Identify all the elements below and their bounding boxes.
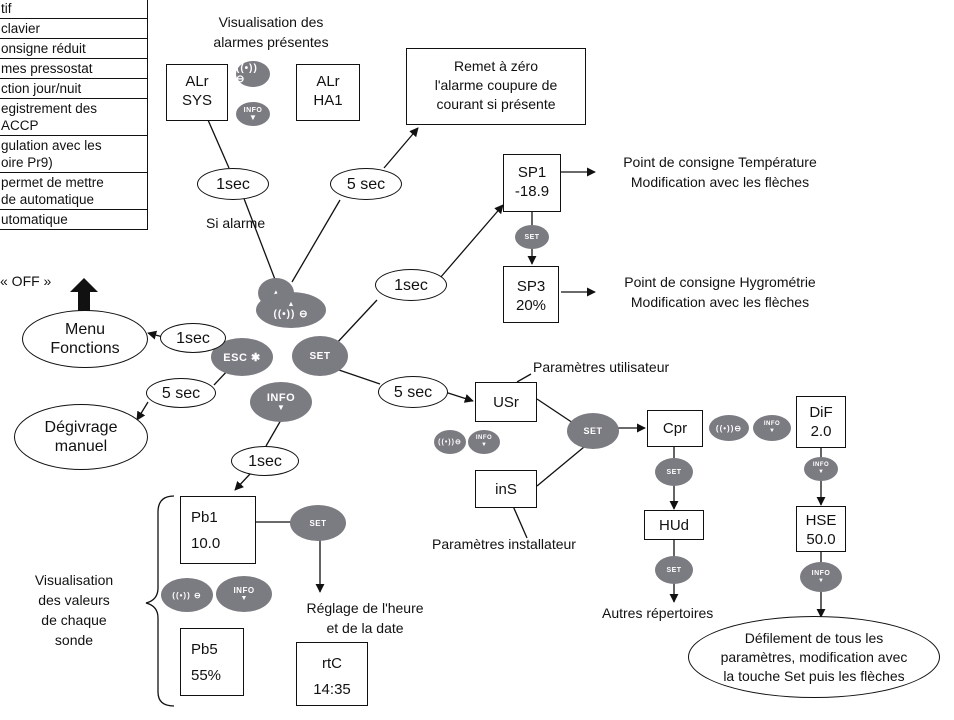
up-fan-button-small[interactable]: ((•))⊖ bbox=[709, 415, 749, 441]
fan-icon: ((•))⊖ bbox=[715, 423, 743, 433]
reset-alarm-box: Remet à zéro l'alarme coupure de courant… bbox=[406, 48, 586, 125]
installer-params-label: Paramètres installateur bbox=[432, 536, 576, 552]
off-label: « OFF » bbox=[0, 273, 52, 289]
sp1-description: Point de consigne Température Modificati… bbox=[623, 154, 817, 190]
time-oval-1sec-set: 1sec bbox=[375, 269, 447, 301]
info-button-small[interactable]: INFO▼ bbox=[804, 457, 838, 481]
menu-item[interactable]: ction jour/nuit bbox=[0, 79, 147, 99]
defrost-oval: Dégivrage manuel bbox=[14, 404, 148, 470]
time-oval-1sec: 1sec bbox=[197, 168, 269, 200]
info-button-small[interactable]: INFO▼ bbox=[753, 415, 791, 441]
sp1-box: SP1 -18.9 bbox=[503, 154, 561, 212]
si-alarme-label: Si alarme bbox=[206, 215, 266, 231]
user-params-label: Paramètres utilisateur bbox=[533, 359, 670, 375]
menu-item[interactable]: mes pressostat bbox=[0, 59, 147, 79]
down-arrow-icon: ▼ bbox=[769, 428, 775, 434]
info-button-small[interactable]: INFO▼ bbox=[216, 576, 272, 612]
up-fan-button-small[interactable]: ((•))⊖ bbox=[434, 430, 466, 454]
other-dirs-label: Autres répertoires bbox=[602, 605, 714, 621]
set-button-sp[interactable]: SET bbox=[515, 225, 549, 249]
up-fan-button-small[interactable]: ((•)) ⊖ bbox=[161, 578, 213, 612]
sp3-box: SP3 20% bbox=[503, 266, 559, 323]
info-button-small[interactable]: INFO ▼ bbox=[236, 102, 270, 126]
set-button-cpr[interactable]: SET bbox=[655, 458, 693, 486]
set-button[interactable]: SET bbox=[292, 336, 348, 376]
scroll-params-oval: Défilement de tous les paramètres, modif… bbox=[688, 616, 940, 698]
menu-fonctions-oval: Menu Fonctions bbox=[22, 310, 148, 368]
time-oval-1sec-info: 1sec bbox=[231, 446, 299, 476]
info-button-small[interactable]: INFO▼ bbox=[800, 562, 842, 592]
fan-icon: ((•)) ⊖ bbox=[273, 308, 309, 320]
info-button-small[interactable]: INFO▼ bbox=[468, 430, 500, 454]
set-button-params[interactable]: SET bbox=[567, 413, 619, 449]
set-button-clock[interactable]: SET bbox=[290, 505, 346, 541]
up-arrow-icon: ▲ bbox=[287, 300, 295, 308]
menu-item[interactable]: egistrement des ACCP bbox=[0, 99, 147, 136]
time-oval-5sec: 5 sec bbox=[330, 168, 402, 200]
alr-sys-box: ALr SYS bbox=[166, 64, 228, 121]
fan-icon: ((•)) ⊖ bbox=[172, 590, 202, 600]
hse-box: HSE 50.0 bbox=[796, 506, 846, 552]
time-oval-5sec-set: 5 sec bbox=[378, 376, 448, 408]
down-arrow-icon: ▼ bbox=[481, 442, 487, 448]
time-oval-5sec-esc: 5 sec bbox=[146, 378, 216, 408]
info-button[interactable]: INFO ▼ bbox=[250, 382, 312, 422]
function-menu: tif clavier onsigne réduit mes pressosta… bbox=[0, 0, 148, 230]
up-fan-key[interactable]: ▲ ((•)) ⊖ bbox=[256, 292, 326, 328]
down-arrow-icon: ▼ bbox=[277, 403, 285, 412]
up-arrow-icon: ▲ bbox=[272, 288, 280, 297]
menu-item[interactable]: onsigne réduit bbox=[0, 39, 147, 59]
hud-box: HUd bbox=[644, 510, 704, 540]
down-arrow-icon: ▼ bbox=[249, 112, 257, 122]
menu-item[interactable]: clavier bbox=[0, 19, 147, 39]
rtc-box: rtC 14:35 bbox=[296, 642, 368, 706]
sp3-description: Point de consigne Hygrométrie Modificati… bbox=[624, 274, 816, 310]
pb1-box: Pb1 10.0 bbox=[180, 496, 256, 564]
dif-box: DiF 2.0 bbox=[796, 396, 846, 448]
fan-icon: ((•))⊖ bbox=[438, 439, 462, 446]
alr-ha1-box: ALr HA1 bbox=[296, 64, 360, 121]
clock-setting-label: Réglage de l'heure et de la date bbox=[306, 600, 424, 636]
set-button-hud[interactable]: SET bbox=[655, 556, 693, 584]
probe-values-label: Visualisation des valeurs de chaque sond… bbox=[34, 572, 114, 648]
down-arrow-icon: ▼ bbox=[240, 594, 248, 602]
menu-item[interactable]: gulation avec les oire Pr9) bbox=[0, 136, 147, 173]
time-oval-1sec-esc: 1sec bbox=[160, 323, 226, 353]
menu-item[interactable]: tif bbox=[0, 0, 147, 19]
menu-item[interactable]: utomatique bbox=[1, 212, 68, 227]
fan-icon: ((•)) ⊖ bbox=[236, 63, 258, 85]
menu-item[interactable]: permet de mettre de automatique bbox=[0, 173, 147, 210]
alarm-display-label: Visualisation des alarmes présentes bbox=[213, 14, 329, 50]
down-arrow-icon: ▼ bbox=[818, 577, 824, 584]
cpr-box: Cpr bbox=[647, 410, 703, 447]
ins-box: inS bbox=[475, 470, 537, 508]
usr-box: USr bbox=[475, 382, 537, 422]
pb5-box: Pb5 55% bbox=[180, 628, 244, 696]
up-fan-button[interactable]: ((•)) ⊖ bbox=[236, 61, 270, 87]
down-arrow-icon: ▼ bbox=[818, 469, 824, 475]
